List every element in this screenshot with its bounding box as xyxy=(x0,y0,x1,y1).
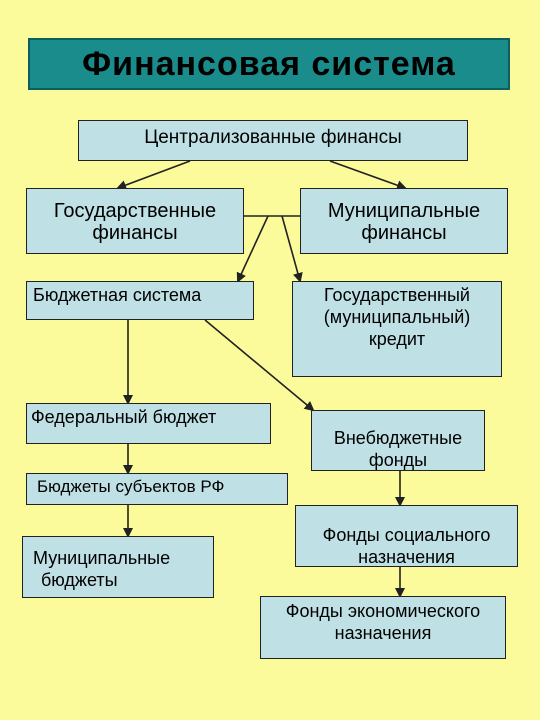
node-label-line1: Муниципальные xyxy=(327,200,481,222)
node-label-line2: финансы xyxy=(92,222,178,244)
node-label-line3: кредит xyxy=(368,329,426,349)
node-label-line2: фонды xyxy=(368,450,428,470)
diagram-title: Финансовая система xyxy=(28,38,510,90)
node-budget-system: Бюджетная система xyxy=(26,281,254,320)
node-label-line1: Фонды социального xyxy=(322,525,491,545)
node-label-line2: финансы xyxy=(361,222,447,244)
node-label-line1: Внебюджетные xyxy=(333,428,463,448)
node-state-finance: Государственные финансы xyxy=(26,188,244,254)
node-label-line1: Муниципальные xyxy=(33,548,171,568)
node-social-funds: Фонды социального назначения xyxy=(295,505,518,567)
node-label-line2: (муниципальный) xyxy=(323,307,471,327)
node-label-line1: Государственный xyxy=(324,285,470,305)
node-subjects-budgets: Бюджеты субъектов РФ xyxy=(26,473,288,505)
arrow-central-to-state xyxy=(116,160,191,190)
node-label: Бюджеты субъектов РФ xyxy=(37,477,225,496)
arrow-to-budget-system xyxy=(236,215,269,283)
node-label-line2: назначения xyxy=(334,623,432,643)
node-label: Централизованные финансы xyxy=(144,127,402,148)
arrow-central-to-municipal xyxy=(329,160,407,190)
node-municipal-budgets: Муниципальные бюджеты xyxy=(22,536,214,598)
node-municipal-finance: Муниципальные финансы xyxy=(300,188,508,254)
node-label: Федеральный бюджет xyxy=(31,407,217,427)
node-state-credit: Государственный (муниципальный) кредит xyxy=(292,281,502,377)
arrow-to-state-credit xyxy=(281,215,303,283)
node-economic-funds: Фонды экономического назначения xyxy=(260,596,506,659)
node-centralized-finance: Централизованные финансы xyxy=(78,120,468,161)
node-label-line2: бюджеты xyxy=(41,570,118,590)
node-label-line1: Фонды экономического xyxy=(285,601,481,621)
node-label-line1: Государственные xyxy=(53,200,217,222)
node-label-line2: назначения xyxy=(358,547,455,567)
node-label: Бюджетная система xyxy=(33,285,202,305)
arrow-budget-to-extrabudget xyxy=(204,319,315,412)
node-federal-budget: Федеральный бюджет xyxy=(26,403,271,444)
node-extrabudget-funds: Внебюджетные фонды xyxy=(311,410,485,471)
